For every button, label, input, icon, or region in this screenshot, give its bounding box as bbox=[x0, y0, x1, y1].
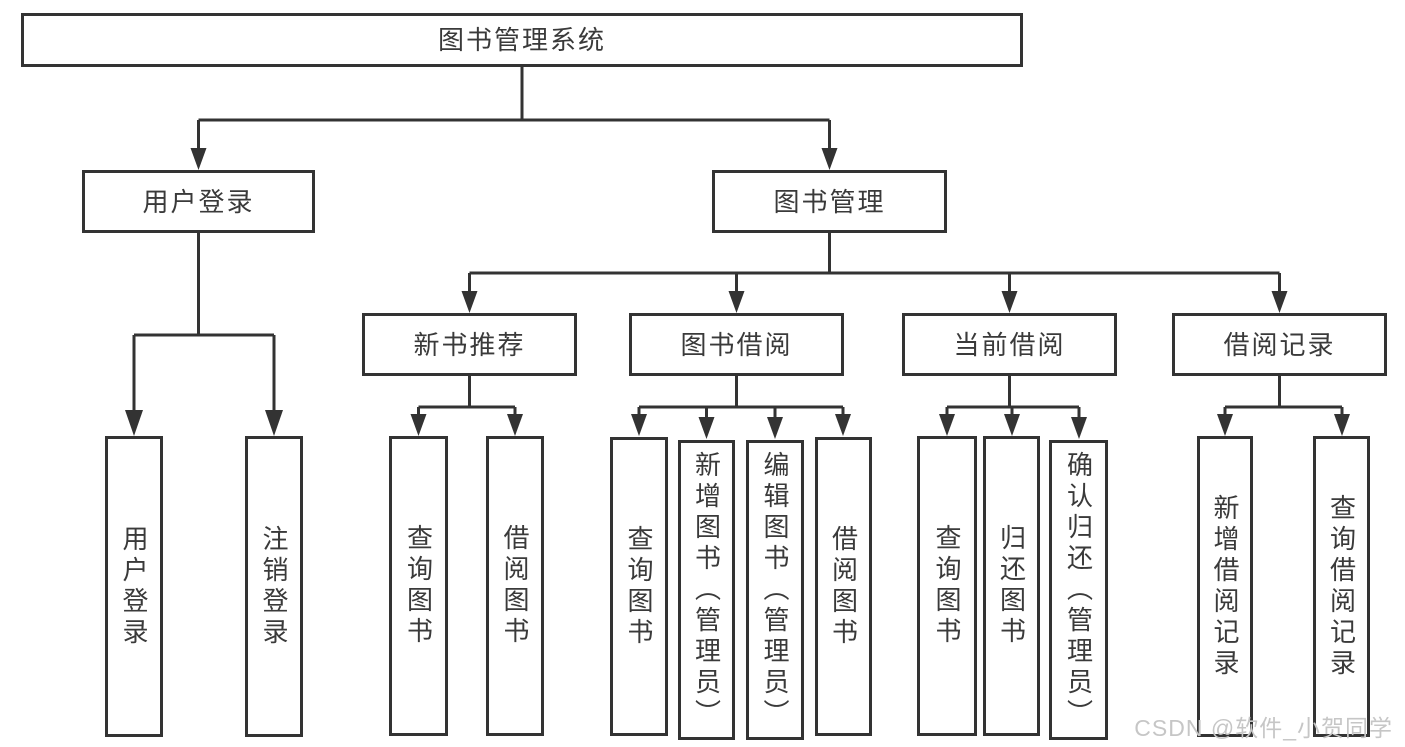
leaf-confirm-return-admin-label: 确认归还（管理员） bbox=[1063, 450, 1094, 730]
leaf-add-books-admin: 新增图书（管理员） bbox=[678, 440, 735, 740]
leaf-confirm-return-admin: 确认归还（管理员） bbox=[1049, 440, 1108, 740]
leaf-borrow-books-2: 借阅图书 bbox=[815, 437, 872, 736]
leaf-return-books: 归还图书 bbox=[983, 436, 1040, 736]
leaf-logout: 注销登录 bbox=[245, 436, 303, 737]
node-new-books: 新书推荐 bbox=[362, 313, 577, 376]
node-borrow-records-label: 借阅记录 bbox=[1223, 329, 1336, 360]
node-book-mgmt: 图书管理 bbox=[712, 170, 947, 233]
node-current-borrow-label: 当前借阅 bbox=[953, 329, 1066, 360]
leaf-query-borrow-record: 查询借阅记录 bbox=[1313, 436, 1370, 737]
leaf-user-login-label: 用户登录 bbox=[119, 524, 149, 649]
leaf-query-books-2: 查询图书 bbox=[610, 437, 668, 736]
node-user-login: 用户登录 bbox=[82, 170, 315, 233]
node-book-borrow: 图书借阅 bbox=[629, 313, 844, 376]
leaf-edit-books-admin-label: 编辑图书（管理员） bbox=[760, 450, 790, 730]
leaf-query-books-2-label: 查询图书 bbox=[624, 524, 654, 649]
node-root: 图书管理系统 bbox=[21, 13, 1023, 67]
node-book-borrow-label: 图书借阅 bbox=[680, 329, 793, 360]
leaf-borrow-books-1: 借阅图书 bbox=[486, 436, 544, 736]
leaf-add-borrow-record-label: 新增借阅记录 bbox=[1210, 493, 1240, 680]
leaf-borrow-books-1-label: 借阅图书 bbox=[500, 524, 530, 648]
leaf-query-books-3-label: 查询图书 bbox=[932, 524, 962, 648]
node-borrow-records: 借阅记录 bbox=[1172, 313, 1387, 376]
node-new-books-label: 新书推荐 bbox=[413, 329, 526, 360]
leaf-return-books-label: 归还图书 bbox=[996, 524, 1027, 648]
node-current-borrow: 当前借阅 bbox=[902, 313, 1117, 376]
leaf-edit-books-admin: 编辑图书（管理员） bbox=[746, 440, 804, 740]
leaf-query-books-3: 查询图书 bbox=[917, 436, 977, 736]
watermark: CSDN @软件_小贺同学 bbox=[1134, 715, 1393, 741]
leaf-add-borrow-record: 新增借阅记录 bbox=[1197, 436, 1253, 737]
leaf-query-books-1-label: 查询图书 bbox=[403, 524, 434, 648]
leaf-logout-label: 注销登录 bbox=[259, 524, 289, 649]
leaf-add-books-admin-label: 新增图书（管理员） bbox=[691, 450, 722, 730]
node-book-mgmt-label: 图书管理 bbox=[773, 186, 886, 217]
node-user-login-label: 用户登录 bbox=[142, 186, 255, 217]
leaf-query-borrow-record-label: 查询借阅记录 bbox=[1326, 493, 1357, 680]
node-root-label: 图书管理系统 bbox=[437, 25, 606, 55]
leaf-user-login: 用户登录 bbox=[105, 436, 163, 737]
leaf-borrow-books-2-label: 借阅图书 bbox=[828, 524, 859, 649]
leaf-query-books-1: 查询图书 bbox=[389, 436, 448, 736]
